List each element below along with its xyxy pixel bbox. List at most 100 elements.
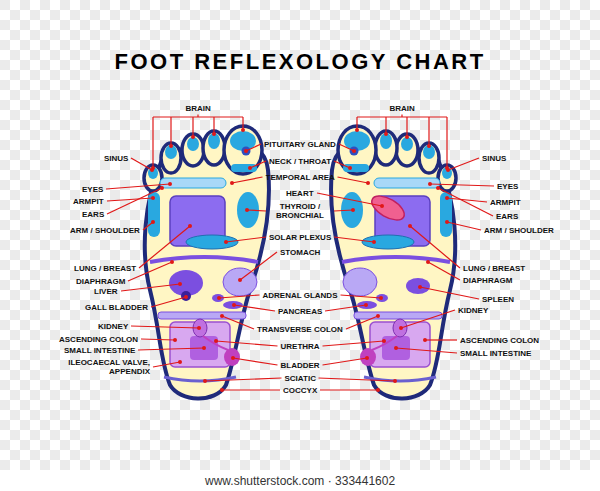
leader-line bbox=[438, 188, 493, 216]
organ-label: EYES bbox=[82, 185, 103, 194]
organ-label: COCCYX bbox=[283, 386, 317, 395]
leader-line bbox=[139, 226, 190, 268]
leader-line bbox=[420, 287, 479, 299]
leader-dot bbox=[168, 182, 172, 186]
leader-line bbox=[153, 362, 180, 367]
leader-dot bbox=[365, 356, 369, 360]
leader-dot bbox=[445, 196, 449, 200]
leader-dot bbox=[376, 314, 380, 318]
leader-line bbox=[213, 117, 214, 134]
organ-label: SMALL INTESTINE bbox=[64, 346, 135, 355]
organ-label: SOLAR PLEXUS bbox=[269, 233, 331, 242]
organ-label: HEART bbox=[286, 189, 314, 198]
leader-line bbox=[428, 117, 429, 146]
leader-line bbox=[250, 161, 266, 168]
leader-dot bbox=[445, 220, 449, 224]
organ-label: TEMPORAL AREA bbox=[266, 173, 335, 182]
leader-dot bbox=[372, 240, 376, 244]
leader-line bbox=[219, 295, 260, 298]
leader-dot bbox=[241, 128, 245, 132]
leader-dot bbox=[238, 278, 242, 282]
leader-dot bbox=[188, 224, 192, 228]
leader-dot bbox=[212, 132, 216, 136]
organ-label: LUNG / BREAST bbox=[463, 264, 525, 273]
right-foot bbox=[331, 126, 456, 399]
leader-line bbox=[107, 198, 153, 201]
leader-line bbox=[151, 297, 186, 307]
organ-label: STOMACH bbox=[280, 248, 320, 257]
organ-label: ADRENAL GLANDS bbox=[263, 291, 338, 300]
leader-line bbox=[170, 117, 171, 146]
organ-label: URETHRA bbox=[281, 342, 320, 351]
leader-dot bbox=[230, 181, 234, 185]
leader-dot bbox=[405, 135, 409, 139]
leader-line bbox=[446, 117, 447, 168]
leader-line bbox=[346, 316, 378, 329]
organ-label: KIDNEY bbox=[98, 322, 128, 331]
leader-dot bbox=[427, 144, 431, 148]
organ-label: SCIATIC bbox=[285, 374, 316, 383]
leader-dot bbox=[160, 186, 164, 190]
organ-label: LIVER bbox=[94, 287, 118, 296]
leader-line bbox=[406, 117, 407, 137]
leader-line bbox=[247, 210, 266, 211]
leader-line bbox=[317, 193, 382, 206]
leader-line bbox=[232, 177, 263, 183]
leader-dot bbox=[151, 196, 155, 200]
organ-label: EYES bbox=[497, 182, 518, 191]
leader-line bbox=[334, 161, 350, 168]
leader-dot bbox=[376, 388, 380, 392]
leader-line bbox=[341, 295, 382, 298]
leader-dot bbox=[244, 149, 248, 153]
organ-label: ARMPIT bbox=[490, 198, 521, 207]
leader-dot bbox=[355, 128, 359, 132]
organ-label: ILEOCAECAL VALVE, APPENDIX bbox=[60, 358, 150, 376]
leader-line bbox=[222, 389, 280, 390]
leader-dot bbox=[220, 388, 224, 392]
footer-strip bbox=[0, 470, 600, 491]
leader-dot bbox=[351, 208, 355, 212]
leader-line bbox=[131, 326, 199, 328]
leader-line bbox=[216, 341, 278, 346]
leader-dot bbox=[220, 314, 224, 318]
leader-dot bbox=[248, 166, 252, 170]
leader-dot bbox=[436, 186, 440, 190]
organ-label: DIAPHRAGM bbox=[463, 276, 512, 285]
organ-label: NECK / THROAT bbox=[269, 157, 331, 166]
leader-line bbox=[410, 226, 460, 268]
organ-label: SPLEEN bbox=[482, 295, 514, 304]
leader-dot bbox=[232, 303, 236, 307]
leader-dot bbox=[384, 132, 388, 136]
leader-dot bbox=[178, 282, 182, 286]
leader-dot bbox=[380, 204, 384, 208]
leader-line bbox=[319, 378, 396, 381]
leader-line bbox=[357, 116, 447, 117]
leader-line bbox=[430, 184, 494, 186]
leader-dot bbox=[203, 379, 207, 383]
leader-line bbox=[339, 144, 354, 151]
leader-line bbox=[234, 305, 275, 311]
leader-line bbox=[448, 158, 479, 170]
organ-label: SMALL INTESTINE bbox=[460, 349, 531, 358]
gall-bladder-zone bbox=[181, 291, 191, 301]
leader-line bbox=[323, 358, 368, 365]
organ-label: PITUITARY GLAND bbox=[264, 140, 336, 149]
organ-label: ASCENDING COLON bbox=[59, 335, 138, 344]
leader-dot bbox=[393, 379, 397, 383]
leader-line bbox=[226, 237, 266, 242]
leader-dot bbox=[423, 338, 427, 342]
leader-line bbox=[338, 177, 369, 183]
organ-label: ARMPIT bbox=[73, 197, 104, 206]
leader-dot bbox=[399, 326, 403, 330]
leader-dot bbox=[379, 296, 383, 300]
organ-label: SINUS bbox=[104, 154, 128, 163]
leader-line bbox=[205, 378, 282, 381]
leader-dot bbox=[214, 339, 218, 343]
leader-line bbox=[323, 341, 385, 346]
leader-line bbox=[131, 158, 152, 170]
leader-dot bbox=[364, 303, 368, 307]
leader-dot bbox=[170, 260, 174, 264]
organ-label: ARM / SHOULDER bbox=[70, 226, 140, 235]
leader-dot bbox=[178, 360, 182, 364]
leader-line bbox=[396, 348, 457, 353]
